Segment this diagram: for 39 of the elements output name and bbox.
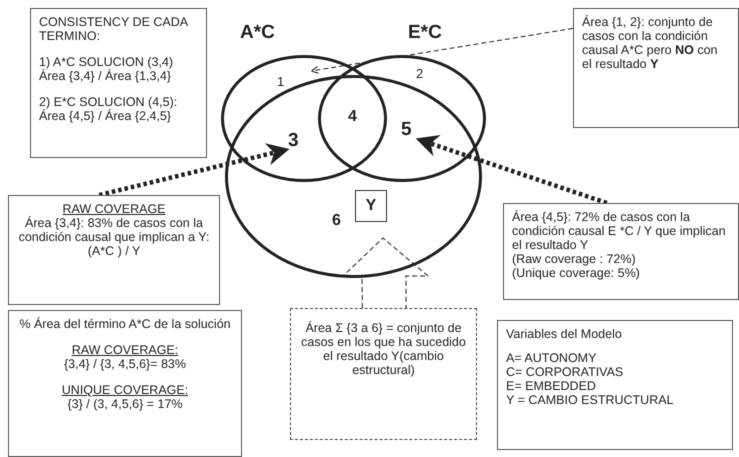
arrow (98, 143, 290, 198)
region-number: 5 (401, 119, 412, 141)
text-box (8, 310, 242, 457)
note-text: E= EMBEDDED (506, 379, 597, 393)
note-text: Y = CAMBIO ESTRUCTURAL (506, 393, 675, 407)
section-heading: RAW COVERAGE (61, 202, 167, 216)
note-text: Área Σ {3 a 6} = conjunto de casos en los que ha sucedido el resultado Y(cambio estructural) (300, 321, 467, 377)
region-number: 4 (348, 108, 357, 126)
note-text: {3,4} / {3, 4,5,6}= 83% (63, 357, 187, 371)
text-box (573, 8, 739, 128)
note-text: C= CORPORATIVAS (506, 365, 624, 379)
note-text: Variables del Modelo (506, 327, 623, 341)
note-text: 2) E*C SOLUCION (4,5): Área {4,5} / Área {2,4,5} (39, 95, 178, 123)
region-number: 6 (332, 212, 341, 230)
arrow (310, 28, 574, 74)
region-number: 2 (416, 66, 424, 81)
region-number: 3 (288, 130, 299, 152)
note-text: 1) A*C SOLUCION (3,4) Área {3,4} / Área {1,3,4} (39, 55, 174, 83)
section-heading: RAW COVERAGE: (70, 343, 180, 357)
set-heading: E*C (408, 22, 442, 44)
note-text: CONSISTENCY DE CADA TERMINO: (39, 15, 189, 43)
set-heading: A*C (240, 22, 275, 44)
note-text: A= AUTONOMY (506, 351, 598, 365)
text-box (8, 195, 220, 305)
text-box (503, 203, 739, 300)
note-text: % Área del término A*C de la solución (18, 317, 232, 331)
region-number: 1 (277, 74, 284, 89)
note-text: Área {3,4}: 83% de casos con la condición causal que implican a Y: (A*C ) / Y (18, 216, 210, 258)
text-box (30, 8, 207, 158)
text-box (497, 320, 733, 450)
note-text: (Unique coverage: 5%) (512, 266, 641, 280)
section-heading: UNIQUE COVERAGE: (60, 383, 190, 397)
callout-box (290, 308, 477, 440)
note-text: {3} / (3, 4,5,6} = 17% (66, 397, 184, 411)
arrow (416, 135, 608, 206)
outcome-box: Y (355, 190, 387, 222)
note-text: Área {1, 2}: conjunto de casos con la condición causal A*C pero NO con el resultado Y (582, 15, 718, 71)
note-text: (Raw coverage : 72%) (512, 252, 637, 266)
note-text: Área {4,5}: 72% de casos con la condición causal E *C / Y que implican el resultado Y (512, 210, 727, 252)
